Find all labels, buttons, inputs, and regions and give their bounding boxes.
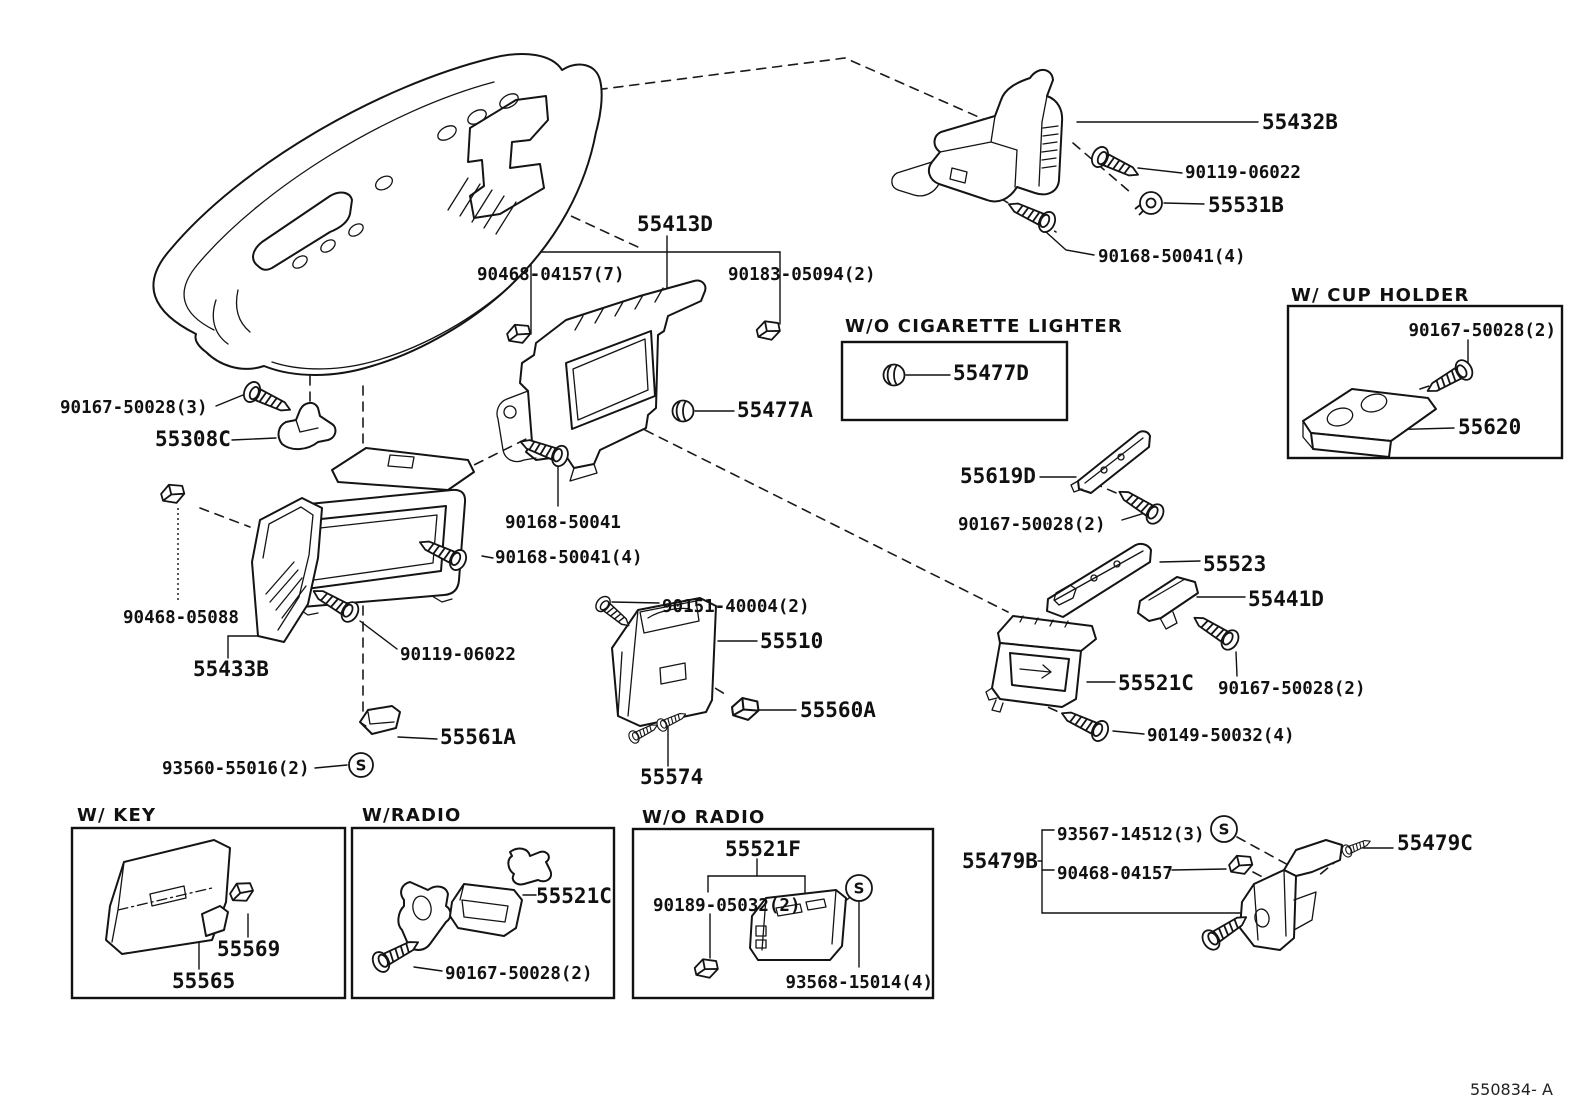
- plug-55477d: [882, 363, 906, 387]
- cup-holder-box: [1286, 304, 1564, 460]
- s-marker-93560-letter: S: [356, 757, 367, 775]
- label-num-93560-55016-2: 93560-55016(2): [162, 759, 310, 779]
- part-55521f-box: [749, 889, 847, 961]
- label-code-55619d: 55619D: [960, 464, 1036, 488]
- part-55432b-bracket: [891, 69, 1064, 203]
- label-num-90149-50032-4: 90149-50032(4): [1147, 726, 1295, 746]
- part-55561a-plate: [359, 705, 401, 735]
- label-num-93568-15014-4: 93568-15014(4): [785, 973, 933, 993]
- label-num-90151-40004-2: 90151-40004(2): [662, 597, 810, 617]
- label-num-90167-50028-2-a: 90167-50028(2): [958, 515, 1106, 535]
- label-hdr-w-key: W/ KEY: [77, 805, 156, 826]
- label-num-90167-50028-2-cup: 90167-50028(2): [1408, 321, 1556, 341]
- label-footer-code: 550834- A: [1470, 1080, 1553, 1099]
- guide-s-to-55479b: [1236, 836, 1291, 867]
- plug-55477a: [671, 399, 695, 423]
- label-code-55561a: 55561A: [440, 725, 516, 749]
- s-marker-93567-letter: S: [1219, 821, 1230, 839]
- part-55521c-radio-bracket: [397, 847, 552, 951]
- label-num-90183-05094-2: 90183-05094(2): [728, 265, 876, 285]
- guide-55413d-to-55521c: [644, 429, 1009, 613]
- part-55619d-strip: [1070, 430, 1151, 494]
- wo-radio-box: [631, 827, 935, 1000]
- label-code-55523: 55523: [1203, 552, 1266, 576]
- label-code-55413d: 55413D: [637, 212, 713, 236]
- w-key-box: [70, 826, 347, 1000]
- dashboard-drawing: [152, 53, 603, 376]
- label-num-90168-50041-4-top: 90168-50041(4): [1098, 247, 1246, 267]
- label-code-55565: 55565: [172, 969, 235, 993]
- label-hdr-wo-radio: W/O RADIO: [642, 807, 766, 828]
- label-code-55477a: 55477A: [737, 398, 813, 422]
- label-hdr-w-radio: W/RADIO: [362, 805, 462, 826]
- s-marker-93567-circle: [1210, 815, 1238, 843]
- guide-55432b-to-grommet: [1072, 142, 1131, 193]
- label-code-55569: 55569: [217, 937, 280, 961]
- label-code-55531b: 55531B: [1208, 193, 1284, 217]
- label-code-55521c-radio: 55521C: [536, 884, 612, 908]
- label-num-90168-50041: 90168-50041: [505, 513, 621, 533]
- label-code-55433b: 55433B: [193, 657, 269, 681]
- label-num-90119-06022-left: 90119-06022: [400, 645, 516, 665]
- part-55413d-panel: [496, 279, 707, 482]
- part-55620-cup-holder: [1302, 388, 1437, 458]
- label-code-55308c: 55308C: [155, 427, 231, 451]
- label-code-55479c: 55479C: [1397, 831, 1473, 855]
- label-num-90468-04157-br: 90468-04157: [1057, 864, 1173, 884]
- no-cig-lighter-box: [840, 340, 1069, 422]
- part-55521c-housing: [985, 615, 1097, 713]
- label-code-55510: 55510: [760, 629, 823, 653]
- label-code-55432b: 55432B: [1262, 110, 1338, 134]
- label-code-55560a: 55560A: [800, 698, 876, 722]
- part-55479b-console: [1239, 839, 1343, 951]
- label-num-93567-14512-3: 93567-14512(3): [1057, 825, 1205, 845]
- part-55433b-housing: [251, 447, 475, 643]
- part-55308c-bracket: [277, 402, 337, 450]
- part-55523-strip: [1046, 542, 1152, 618]
- label-hdr-cup-holder: W/ CUP HOLDER: [1291, 285, 1470, 306]
- label-num-90167-50028-2-b: 90167-50028(2): [1218, 679, 1366, 699]
- part-55441d-bracket: [1137, 576, 1199, 630]
- w-radio-box: [350, 826, 616, 1000]
- s-marker-93568-circle: [845, 874, 873, 902]
- s-marker-93568-letter: S: [854, 880, 865, 898]
- labels-layer: 55432B 90119-06022 55531B 90168-50041(4) W/ …: [60, 110, 1556, 1099]
- s-markers-layer: S S S: [348, 752, 1238, 902]
- label-code-55574: 55574: [640, 765, 703, 789]
- label-code-55479b: 55479B: [962, 849, 1038, 873]
- label-num-90189-05032-2: 90189-05032(2): [653, 896, 801, 916]
- part-55565-key-lid: [105, 839, 257, 955]
- label-num-90167-50028-3: 90167-50028(3): [60, 398, 208, 418]
- label-num-90119-06022-top: 90119-06022: [1185, 163, 1301, 183]
- label-hdr-wo-cig-lighter: W/O CIGARETTE LIGHTER: [845, 316, 1123, 337]
- label-code-55521f: 55521F: [725, 837, 801, 861]
- section-boxes: [70, 304, 1564, 1000]
- label-code-55521c-main: 55521C: [1118, 671, 1194, 695]
- part-55510-glove-door: [611, 597, 717, 727]
- label-num-90168-50041-4-mid: 90168-50041(4): [495, 548, 643, 568]
- part-drawings: [105, 53, 1477, 980]
- label-code-55441d: 55441D: [1248, 587, 1324, 611]
- label-num-90468-05088: 90468-05088: [123, 608, 239, 628]
- s-marker-93560-circle: [348, 752, 374, 778]
- label-code-55620: 55620: [1458, 415, 1521, 439]
- guide-55413d-to-housing: [467, 431, 541, 469]
- label-num-90468-04157-7: 90468-04157(7): [477, 265, 625, 285]
- label-num-90167-50028-2-radio: 90167-50028(2): [445, 964, 593, 984]
- guide-clip-to-housing: [199, 507, 251, 528]
- label-code-55477d: 55477D: [953, 361, 1029, 385]
